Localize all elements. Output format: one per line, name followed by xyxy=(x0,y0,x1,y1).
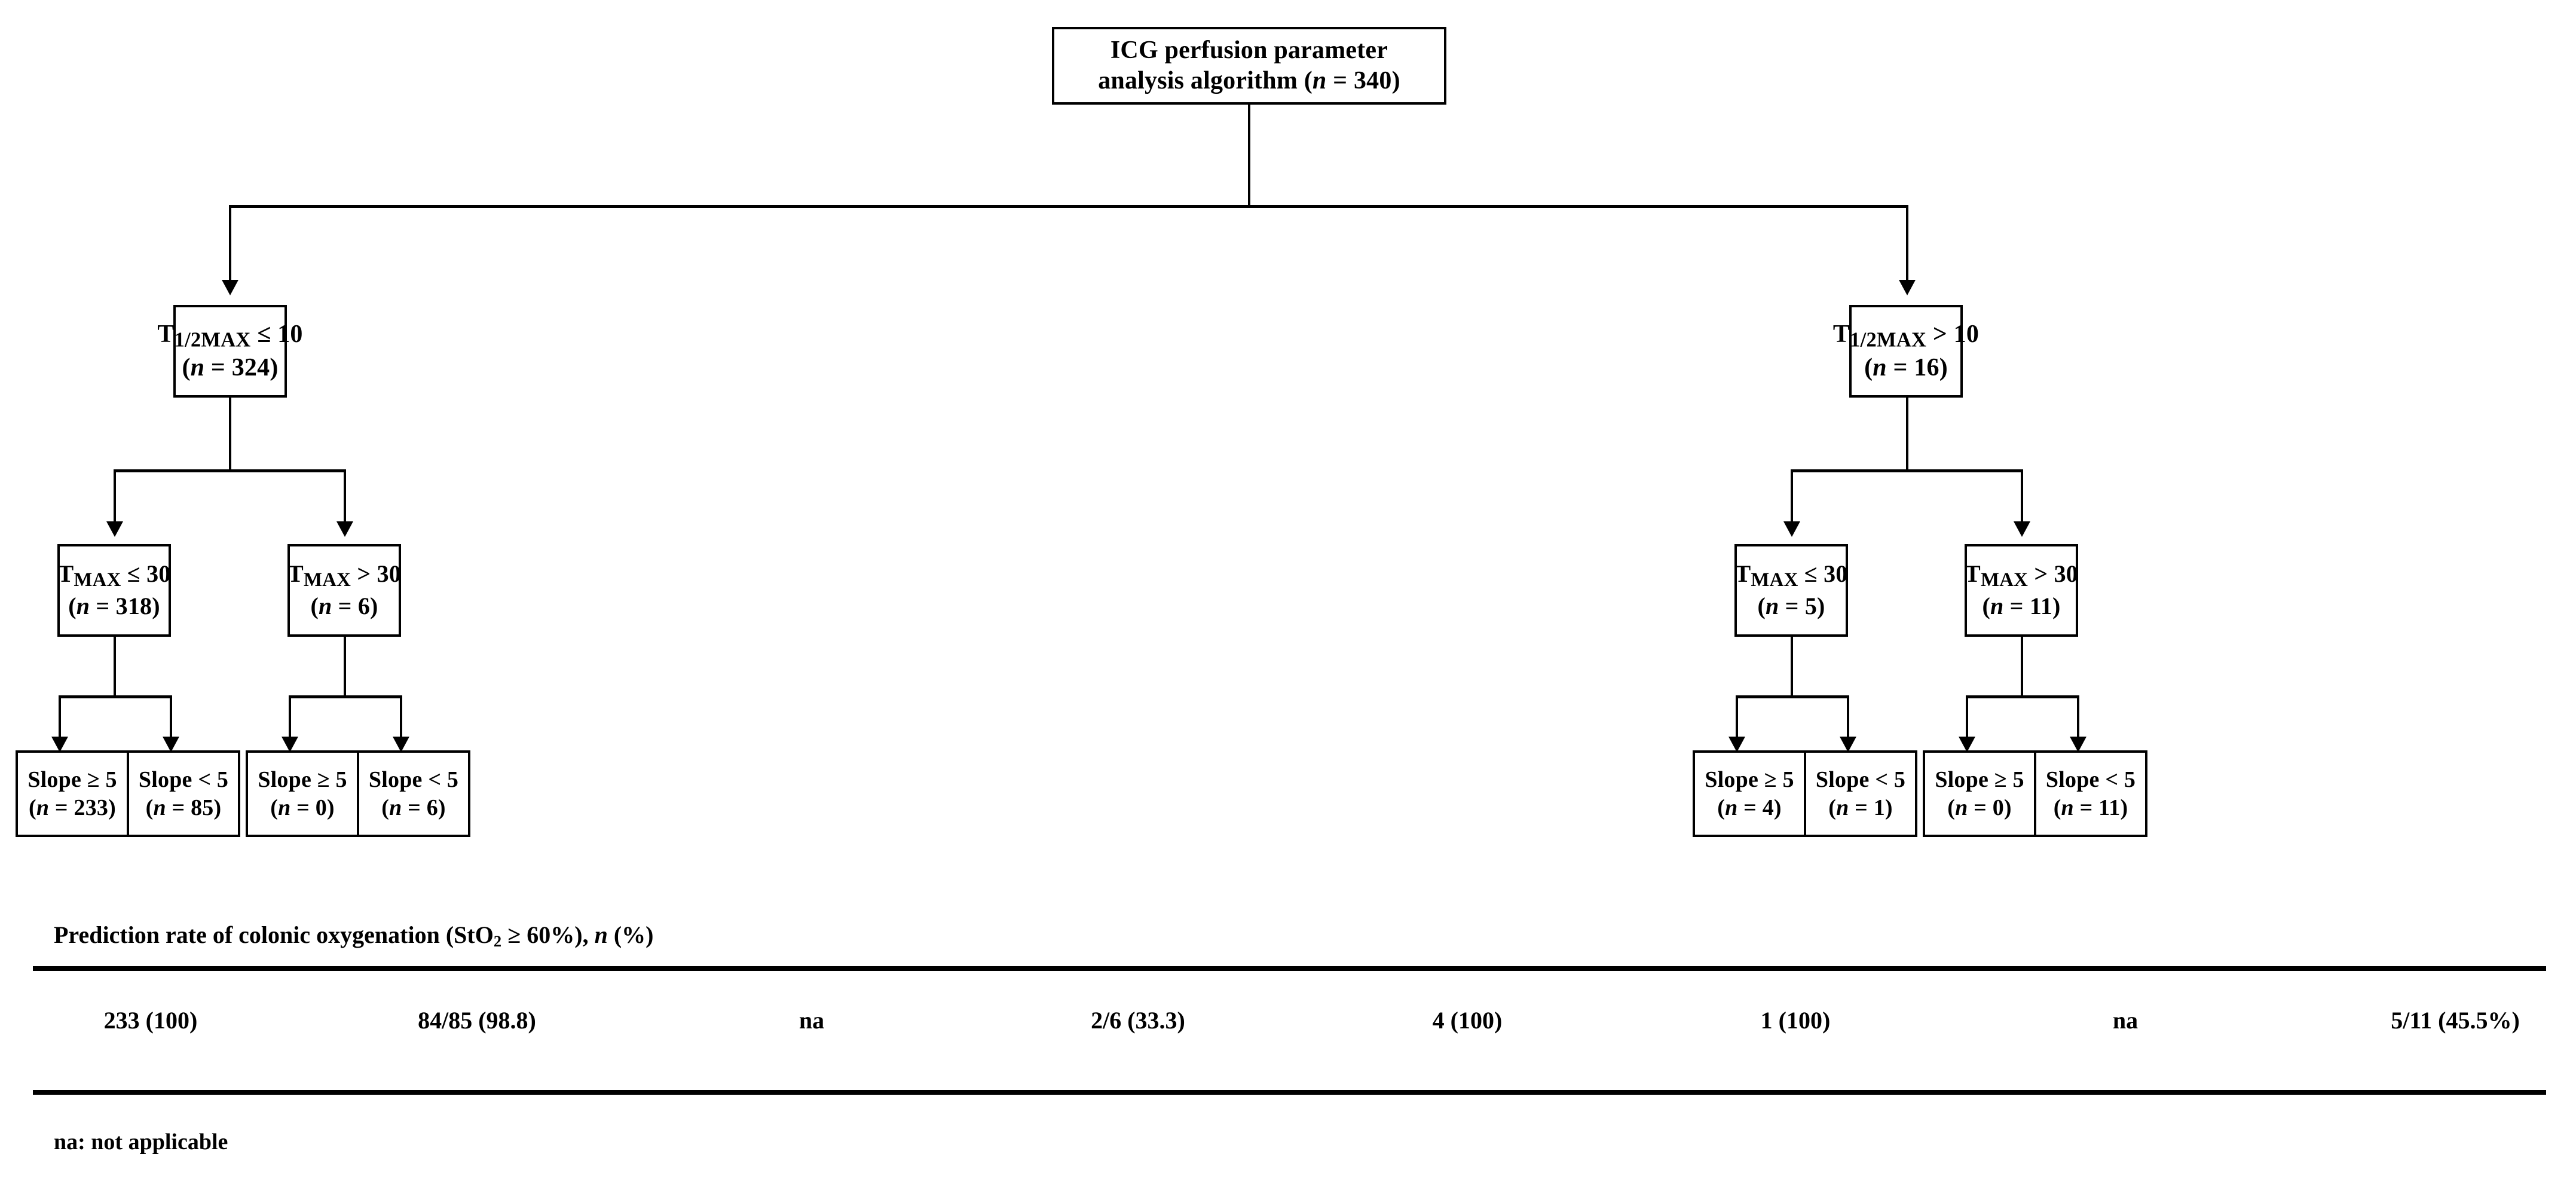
connector-l3c-bus xyxy=(1736,695,1849,698)
arrow-l3d-to-leaf7 xyxy=(1959,737,1975,752)
leaf-slope-lt-5-a[interactable]: Slope < 5 (n = 85) xyxy=(127,750,240,837)
table-cell-2: 84/85 (98.8) xyxy=(418,1007,536,1034)
table-title: Prediction rate of colonic oxygenation (… xyxy=(54,921,654,950)
connector-l3b-to-leaf3 xyxy=(289,695,291,738)
node-t12max-le-10[interactable]: T1/2MAX ≤ 10 (n = 324) xyxy=(157,305,302,398)
node-count: (n = 6) xyxy=(310,593,378,620)
node-condition: T1/2MAX > 10 xyxy=(1832,320,1980,352)
node-condition: TMAX > 30 xyxy=(287,560,401,591)
root-line-1: ICG perfusion parameter xyxy=(1110,36,1388,64)
arrow-l2l-to-l3a xyxy=(106,521,123,537)
arrow-l2r-to-l3c xyxy=(1783,521,1800,537)
table-cell-1: 233 (100) xyxy=(103,1007,198,1034)
node-t12max-gt-10[interactable]: T1/2MAX > 10 (n = 16) xyxy=(1833,305,1979,398)
connector-l2r-to-l3d xyxy=(2021,469,2023,523)
connector-l3d-bus xyxy=(1966,695,2079,698)
node-count: (n = 11) xyxy=(1982,593,2061,620)
leaf-label: Slope < 5 xyxy=(2045,767,2136,793)
connector-l3d-to-leaf8 xyxy=(2077,695,2079,738)
table-footnote: na: not applicable xyxy=(54,1129,228,1155)
connector-l2r-stem xyxy=(1906,398,1908,471)
leaf-count: (n = 11) xyxy=(2053,795,2128,820)
node-condition: TMAX ≤ 30 xyxy=(1734,560,1848,591)
leaf-label: Slope ≥ 5 xyxy=(258,767,347,793)
connector-l2l-to-l3b xyxy=(344,469,346,523)
connector-l3c-to-leaf5 xyxy=(1736,695,1738,738)
node-root[interactable]: ICG perfusion parameter analysis algorit… xyxy=(1052,27,1446,105)
arrow-l2l-to-l3b xyxy=(336,521,353,537)
node-tmax-gt-30-right[interactable]: TMAX > 30 (n = 11) xyxy=(1965,544,2078,637)
arrow-root-to-l2-right xyxy=(1899,280,1916,295)
arrow-l3a-to-leaf1 xyxy=(51,737,68,752)
leaf-label: Slope < 5 xyxy=(1815,767,1906,793)
table-rule-bottom xyxy=(33,1090,2546,1095)
leaf-slope-ge-5-b[interactable]: Slope ≥ 5 (n = 0) xyxy=(246,750,359,837)
connector-l3a-stem xyxy=(114,637,116,697)
node-tmax-le-30-right[interactable]: TMAX ≤ 30 (n = 5) xyxy=(1734,544,1848,637)
leaf-count: (n = 233) xyxy=(29,795,116,820)
leaf-slope-lt-5-d[interactable]: Slope < 5 (n = 11) xyxy=(2034,750,2147,837)
arrow-l3b-to-leaf4 xyxy=(393,737,409,752)
leaf-count: (n = 0) xyxy=(1947,795,2012,820)
connector-l3b-to-leaf4 xyxy=(400,695,402,738)
leaf-count: (n = 1) xyxy=(1828,795,1893,820)
leaf-slope-lt-5-b[interactable]: Slope < 5 (n = 6) xyxy=(357,750,470,837)
node-count: (n = 5) xyxy=(1757,593,1825,620)
arrow-l2r-to-l3d xyxy=(2014,521,2030,537)
node-condition: TMAX ≤ 30 xyxy=(57,560,171,591)
connector-l3d-stem xyxy=(2021,637,2023,697)
connector-root-bus xyxy=(229,205,1908,208)
connector-l3a-to-leaf1 xyxy=(59,695,61,738)
connector-l3c-to-leaf6 xyxy=(1847,695,1849,738)
table-cell-7: na xyxy=(2112,1007,2138,1034)
arrow-root-to-l2-left xyxy=(222,280,238,295)
connector-l3c-stem xyxy=(1791,637,1793,697)
root-line-2: analysis algorithm (n = 340) xyxy=(1098,67,1400,94)
connector-root-to-l2-right xyxy=(1906,205,1908,282)
leaf-count: (n = 4) xyxy=(1717,795,1782,820)
table-cell-3: na xyxy=(799,1007,825,1034)
arrow-l3c-to-leaf5 xyxy=(1728,737,1745,752)
leaf-slope-lt-5-c[interactable]: Slope < 5 (n = 1) xyxy=(1804,750,1917,837)
connector-l2r-to-l3c xyxy=(1791,469,1793,523)
connector-l3b-stem xyxy=(344,637,346,697)
arrow-l3b-to-leaf3 xyxy=(282,737,298,752)
leaf-count: (n = 85) xyxy=(145,795,222,820)
node-count: (n = 16) xyxy=(1864,353,1948,381)
connector-l3a-to-leaf2 xyxy=(170,695,172,738)
table-rule-top xyxy=(33,966,2546,971)
table-cell-5: 4 (100) xyxy=(1432,1007,1503,1034)
node-count: (n = 324) xyxy=(182,353,279,381)
table-cell-8: 5/11 (45.5%) xyxy=(2391,1007,2520,1034)
connector-l2l-stem xyxy=(229,398,231,471)
node-tmax-le-30-left[interactable]: TMAX ≤ 30 (n = 318) xyxy=(57,544,171,637)
leaf-label: Slope ≥ 5 xyxy=(27,767,117,793)
connector-l2l-to-l3a xyxy=(114,469,116,523)
connector-l3a-bus xyxy=(59,695,172,698)
arrow-l3a-to-leaf2 xyxy=(163,737,179,752)
connector-root-to-l2-left xyxy=(229,205,231,282)
leaf-slope-ge-5-d[interactable]: Slope ≥ 5 (n = 0) xyxy=(1923,750,2036,837)
arrow-l3d-to-leaf8 xyxy=(2070,737,2087,752)
leaf-label: Slope < 5 xyxy=(368,767,459,793)
leaf-slope-ge-5-a[interactable]: Slope ≥ 5 (n = 233) xyxy=(16,750,129,837)
connector-l2l-bus xyxy=(114,469,345,472)
connector-l2r-bus xyxy=(1791,469,2023,472)
connector-l3d-to-leaf7 xyxy=(1966,695,1968,738)
table-cell-4: 2/6 (33.3) xyxy=(1091,1007,1185,1034)
leaf-label: Slope ≥ 5 xyxy=(1935,767,2024,793)
leaf-count: (n = 0) xyxy=(270,795,335,820)
arrow-l3c-to-leaf6 xyxy=(1840,737,1856,752)
node-condition: T1/2MAX ≤ 10 xyxy=(157,320,303,352)
leaf-label: Slope < 5 xyxy=(138,767,229,793)
node-count: (n = 318) xyxy=(68,593,160,620)
node-condition: TMAX > 30 xyxy=(1965,560,2078,591)
connector-l3b-bus xyxy=(289,695,402,698)
table-cell-6: 1 (100) xyxy=(1760,1007,1831,1034)
leaf-count: (n = 6) xyxy=(381,795,446,820)
node-tmax-gt-30-left[interactable]: TMAX > 30 (n = 6) xyxy=(287,544,401,637)
connector-root-stem xyxy=(1248,105,1250,206)
leaf-label: Slope ≥ 5 xyxy=(1705,767,1794,793)
leaf-slope-ge-5-c[interactable]: Slope ≥ 5 (n = 4) xyxy=(1693,750,1806,837)
